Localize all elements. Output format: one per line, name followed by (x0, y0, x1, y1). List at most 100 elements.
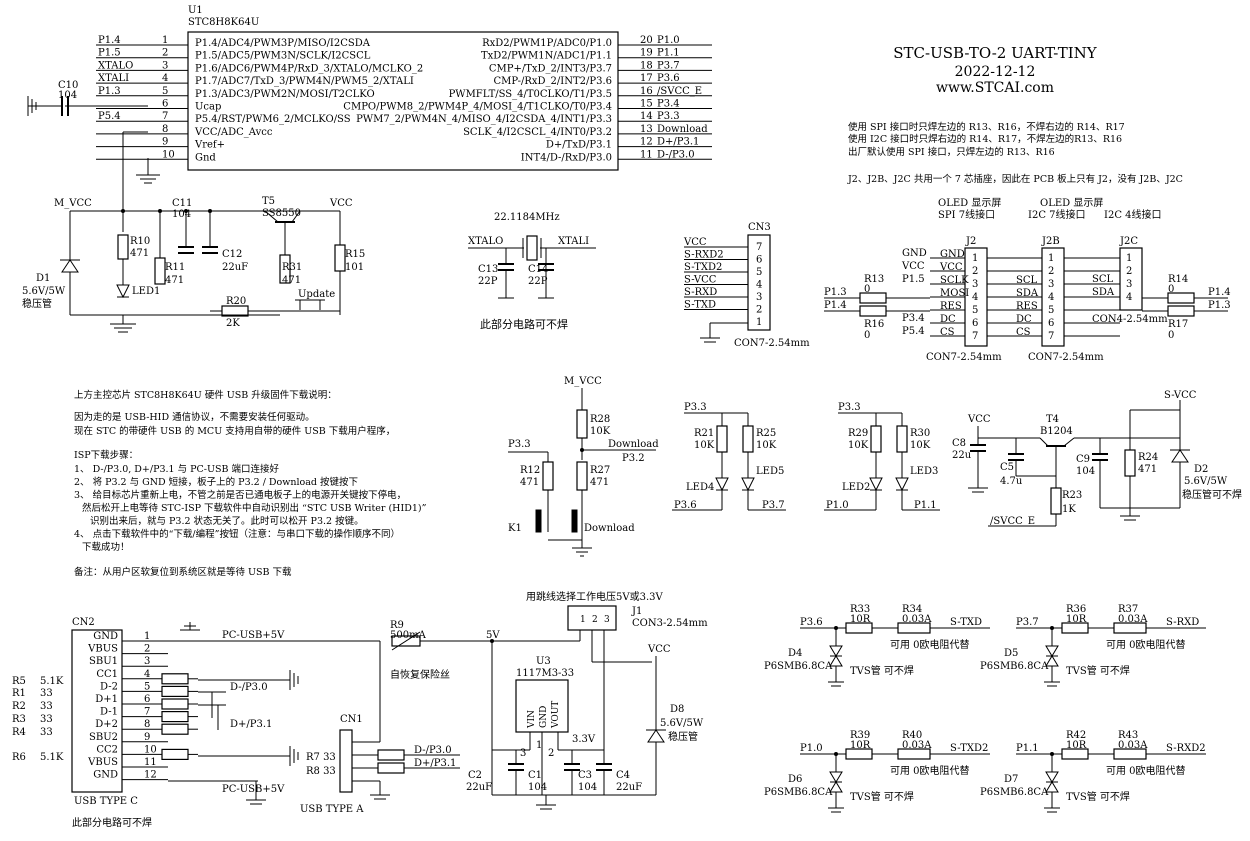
j2c-ref: J2C (1119, 236, 1138, 247)
r29-val: 10K (848, 440, 869, 451)
j2c-signal-label: SCL (1092, 274, 1114, 285)
cn2-pin-name: VBUS (87, 757, 118, 768)
title-name: STC-USB-TO-2 UART-TINY (893, 44, 1098, 62)
oled-i2c7-sub: I2C 7线接口 (1028, 208, 1086, 221)
j2b-signal-label: SDA (1016, 288, 1039, 299)
d1-desc: 稳压管 (22, 297, 52, 310)
u1-right-pin-num: 11 (640, 149, 653, 160)
u1-left-pin-num: 4 (162, 73, 168, 84)
c13-val: 22P (478, 276, 498, 287)
u1-left-net: XTALO (98, 60, 133, 71)
j2b-pin-num: 7 (1048, 331, 1054, 342)
r13-ref: R13 (864, 274, 884, 285)
isp-line: 上方主控芯片 STC8H8K64U 硬件 USB 升级固件下载说明： (74, 389, 337, 401)
u1-left-pin-name: P5.4/RST/PWM6_2/MCLKO/SS (195, 114, 351, 125)
j1-ref: J1 (631, 606, 642, 617)
c12-val: 22uF (222, 262, 248, 273)
j2-pin-num: 6 (972, 318, 978, 329)
cn2-pin-num: 12 (144, 770, 157, 781)
svcc-block: VCC C8 22u C5 4.7u T4 B1204 R23 1K /SVCC… (952, 390, 1242, 527)
c14-ref: C14 (528, 264, 548, 275)
isp-line: 2、 将 P3.2 与 GND 短接，板子上的 P3.2 / Download … (74, 476, 358, 488)
r12-val: 471 (520, 477, 539, 488)
oled-left-net: P5.4 (902, 326, 925, 337)
u3-vout: VOUT (551, 701, 561, 729)
cn2-pin-num: 6 (144, 694, 150, 705)
pc-usb-top: PC-USB+5V (222, 630, 285, 641)
note-line: 使用 SPI 接口时只焊左边的 R13、R16，不焊右边的 R14、R17 (848, 121, 1125, 133)
u1-right-net: P1.1 (657, 48, 680, 59)
cn2-pin-name: GND (93, 631, 118, 642)
u1-right-net: P3.6 (657, 73, 680, 84)
u3-gnd: GND (539, 706, 549, 728)
r16-val: 0 (864, 330, 870, 341)
u1-left-pin-name: Ucap (195, 102, 221, 113)
c10-capacitor: C10 104 (27, 80, 148, 116)
crystal-freq: 22.1184MHz (494, 212, 560, 223)
c10-val: 104 (58, 90, 77, 101)
c10-ref: C10 (58, 80, 78, 91)
c11-val: 104 (172, 209, 191, 220)
u1-right-pin-num: 15 (640, 99, 653, 110)
u1-left-pin-num: 7 (162, 111, 168, 122)
m-vcc-label: M_VCC (54, 198, 92, 209)
r10-ref: R10 (130, 236, 150, 247)
r21-val: 10K (694, 440, 715, 451)
r9-desc: 自恢复保险丝 (390, 668, 450, 681)
oled-spi-title: OLED 显示屏 (938, 197, 1001, 209)
cn1-type: USB TYPE A (300, 804, 364, 815)
cn2-pin-num: 1 (144, 631, 150, 642)
r17-ref: R17 (1168, 319, 1188, 330)
tvs-note: 可用 0欧电阻代替 (1106, 638, 1186, 651)
note-line: 出厂默认使用 SPI 接口，只焊左边的 R13、R16 (848, 146, 1055, 158)
cn2-res-val: 5.1K (40, 676, 64, 687)
u1-left-pin-name: P1.7/ADC7/TxD_3/PWM4N/PWM5_2/XTALI (195, 76, 414, 87)
r29-ref: R29 (848, 428, 868, 439)
crystal-block: 22.1184MHz XTALO XTALI C13 22P C14 22P 此… (468, 212, 596, 331)
r28-val: 10K (590, 426, 611, 437)
j2-signal-label: DC (940, 314, 956, 325)
j2b-signal-label: CS (1016, 327, 1031, 338)
u1-left-pin-name: Gnd (195, 152, 216, 163)
tvs-r-val: 10R (1066, 614, 1087, 625)
cn3-net: S-VCC (684, 275, 717, 286)
tvs-d-ref: D6 (788, 774, 802, 785)
j2b-pin-num: 4 (1048, 292, 1054, 303)
d8-val: 5.6V/5W (660, 718, 704, 729)
j2b-pin-num: 6 (1048, 318, 1054, 329)
u3-pin3: 3 (520, 748, 526, 759)
u1-left-pin-name: VCC/ADC_Avcc (194, 127, 273, 138)
c8-ref: C8 (952, 438, 966, 449)
cn1-dp: D+/P3.1 (414, 758, 456, 769)
t5-val: SS8550 (262, 208, 301, 219)
c9-ref: C9 (1076, 454, 1090, 465)
tvs-net-in: P3.7 (1016, 617, 1039, 628)
r17-val: 0 (1168, 330, 1174, 341)
u1-left-pin-num: 1 (162, 35, 168, 46)
r14-ref: R14 (1168, 274, 1188, 285)
u1-right-net: D+/P3.1 (657, 137, 699, 148)
cn2-res-ref: R2 (12, 701, 26, 712)
isp-line: 3、 给目标芯片重新上电，不管之前是否已通电板子上的电源开关键按下停电， (74, 489, 406, 501)
u1-right-pin-name: TxD2/PWM1N/ADC1/P1.1 (481, 51, 612, 62)
tvs-r-ref: R33 (850, 604, 870, 615)
u1-left-pin-num: 8 (162, 124, 168, 135)
vcc-label: VCC (329, 198, 353, 209)
j2-signal-label: RES (940, 301, 962, 312)
cn3-pin-num: 3 (756, 292, 762, 303)
r21-ref: R21 (694, 428, 714, 439)
oled-left-net: P3.4 (902, 313, 925, 324)
j2c-pin-num: 2 (1126, 266, 1132, 277)
tvs-note2: TVS管 可不焊 (850, 664, 914, 677)
u1-right-pin-num: 16 (640, 86, 653, 97)
j2b-pin-num: 3 (1048, 279, 1054, 290)
oled-left-net: VCC (901, 261, 925, 272)
u1-right-pin-num: 13 (640, 124, 653, 135)
r12-ref: R12 (520, 465, 540, 476)
tvs-r2-val: 0.03A (1118, 740, 1148, 751)
u1-left-pin-name: Vref+ (194, 140, 225, 151)
xtalo-label: XTALO (468, 236, 503, 247)
